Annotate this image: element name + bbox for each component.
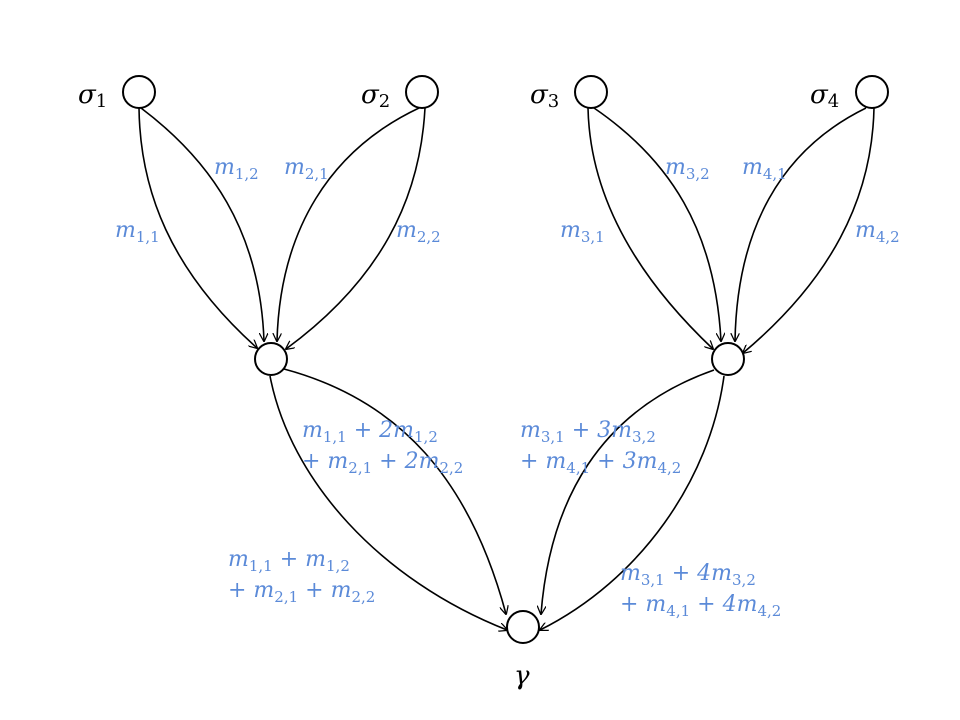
edge-b-gamma-2 xyxy=(540,375,725,630)
edge-s2-a-1 xyxy=(277,107,420,341)
edge-a-gamma-2 xyxy=(283,368,506,614)
label-m21: m2,1 xyxy=(284,155,329,183)
label-m12: m1,2 xyxy=(214,155,259,183)
sum-term: + 2m xyxy=(372,449,439,474)
edge-s3-b-1 xyxy=(587,107,713,349)
node-sigma-1 xyxy=(122,75,156,109)
label-sigma-3: σ3 xyxy=(530,80,559,112)
sum-term: + m xyxy=(273,547,326,572)
node-merge-right xyxy=(711,342,745,376)
edge-s1-a-2 xyxy=(140,107,264,341)
sum-term: + 4m xyxy=(690,592,757,617)
label-gamma: γ xyxy=(514,661,530,691)
label-right-lower-sum: m3,1 + 4m3,2+ m4,1 + 4m4,2 xyxy=(620,561,781,620)
edge-a-gamma-1 xyxy=(269,375,507,630)
sum-term-subscript: 3,1 xyxy=(541,428,565,446)
sum-term-subscript: 2,1 xyxy=(274,588,298,606)
sum-term-subscript: 1,1 xyxy=(249,557,273,575)
sum-term: + m xyxy=(520,449,566,474)
edge-s2-a-2 xyxy=(286,107,426,349)
edge-s1-a-1 xyxy=(138,107,257,348)
label-right-upper-sum: m3,1 + 3m3,2+ m4,1 + 3m4,2 xyxy=(520,418,681,477)
label-m31: m3,1 xyxy=(560,218,605,246)
sum-term: + m xyxy=(620,592,666,617)
sum-term: + 3m xyxy=(565,418,632,443)
sum-term-subscript: 1,2 xyxy=(414,428,438,446)
sum-term: m xyxy=(302,418,323,443)
sum-term-subscript: 4,2 xyxy=(757,602,781,620)
sum-term-subscript: 2,1 xyxy=(348,459,372,477)
sum-term-subscript: 4,2 xyxy=(657,459,681,477)
sum-term-subscript: 4,1 xyxy=(666,602,690,620)
node-sigma-4 xyxy=(855,75,889,109)
sum-term-subscript: 3,2 xyxy=(632,428,656,446)
node-gamma xyxy=(506,610,540,644)
label-sigma-4: σ4 xyxy=(810,80,839,112)
sum-term: + m xyxy=(302,449,348,474)
edge-s4-b-1 xyxy=(735,107,867,341)
edge-s4-b-2 xyxy=(743,107,875,353)
node-sigma-3 xyxy=(574,75,608,109)
sum-term: + 4m xyxy=(665,561,732,586)
sum-term-subscript: 3,1 xyxy=(641,571,665,589)
label-left-lower-sum: m1,1 + m1,2+ m2,1 + m2,2 xyxy=(228,547,375,606)
label-sigma-1: σ1 xyxy=(78,80,107,112)
label-left-upper-sum: m1,1 + 2m1,2+ m2,1 + 2m2,2 xyxy=(302,418,463,477)
sum-term-subscript: 1,2 xyxy=(326,557,350,575)
edge-s3-b-2 xyxy=(593,107,721,341)
sum-term-subscript: 1,1 xyxy=(323,428,347,446)
sum-term-subscript: 2,2 xyxy=(351,588,375,606)
node-merge-left xyxy=(254,342,288,376)
sum-term-subscript: 3,2 xyxy=(732,571,756,589)
sum-term-subscript: 2,2 xyxy=(439,459,463,477)
label-sigma-2: σ2 xyxy=(361,80,390,112)
sum-term: m xyxy=(228,547,249,572)
sum-term: m xyxy=(620,561,641,586)
sum-term: m xyxy=(520,418,541,443)
edge-b-gamma-1 xyxy=(541,369,715,614)
label-m41: m4,1 xyxy=(742,155,787,183)
label-m42: m4,2 xyxy=(855,218,900,246)
label-m11: m1,1 xyxy=(115,218,160,246)
sum-term: + 3m xyxy=(590,449,657,474)
node-sigma-2 xyxy=(405,75,439,109)
sum-term: + m xyxy=(298,578,351,603)
label-m32: m3,2 xyxy=(665,155,710,183)
sum-term: + m xyxy=(228,578,274,603)
sum-term-subscript: 4,1 xyxy=(566,459,590,477)
label-m22: m2,2 xyxy=(396,218,441,246)
sum-term: + 2m xyxy=(347,418,414,443)
